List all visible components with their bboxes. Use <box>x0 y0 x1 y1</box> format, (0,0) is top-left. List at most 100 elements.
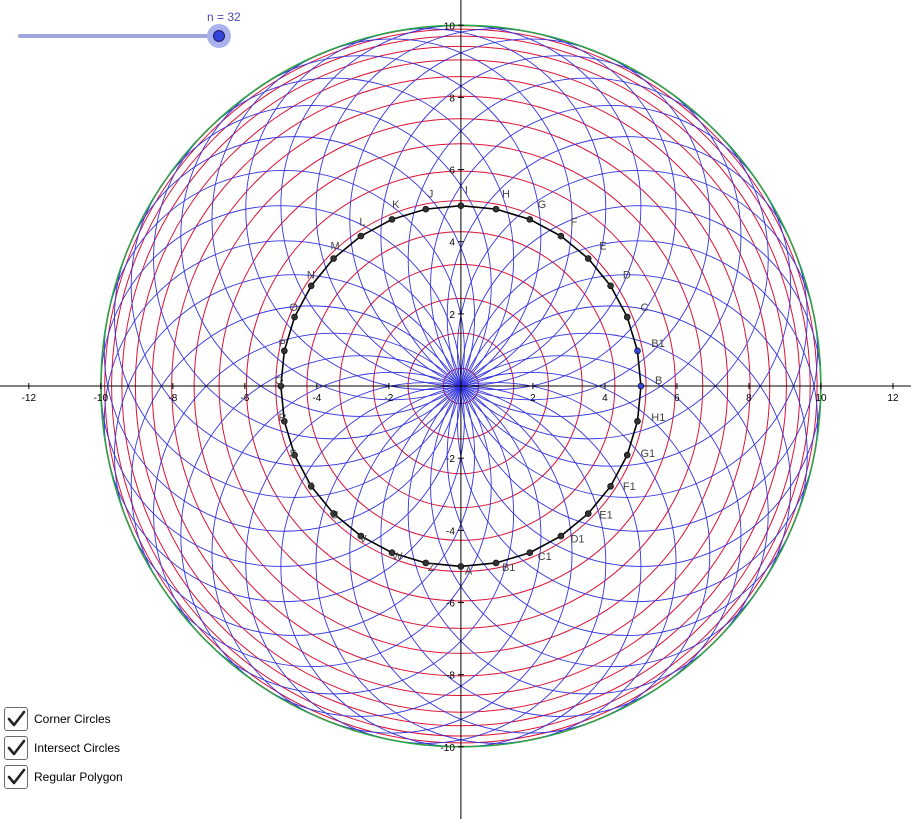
polygon-vertex[interactable] <box>584 255 592 262</box>
x-tick-label: 10 <box>815 393 827 404</box>
polygon-vertex[interactable] <box>281 417 288 425</box>
polygon-vertex[interactable] <box>388 549 396 557</box>
x-tick-label: -4 <box>312 393 321 404</box>
polygon-vertex[interactable] <box>492 205 500 213</box>
vertex-label: B1 <box>651 338 664 350</box>
polygon-vertex[interactable] <box>291 313 298 321</box>
polygon-vertex[interactable] <box>526 216 534 223</box>
vertex-label: C <box>640 302 648 314</box>
polygon-vertex[interactable] <box>330 255 337 262</box>
polygon-vertex[interactable] <box>492 559 500 567</box>
polygon-vertex[interactable] <box>623 451 631 459</box>
polygon-vertex[interactable] <box>526 549 534 557</box>
vertex-label: G1 <box>640 448 655 460</box>
polygon-vertex[interactable] <box>607 482 614 490</box>
slider-knob[interactable] <box>213 30 225 42</box>
corner-circles-layer <box>100 24 822 748</box>
y-tick-label: -8 <box>446 671 455 682</box>
corner-circles-toggle[interactable]: Corner Circles <box>4 704 123 733</box>
polygon-vertex[interactable] <box>307 282 315 290</box>
slider-track[interactable] <box>18 34 218 38</box>
vertex-label: B <box>655 375 662 387</box>
vertex-label: O <box>289 302 298 314</box>
x-tick-label: -12 <box>22 393 37 404</box>
vertex-label: Q <box>275 375 284 387</box>
corner-circles-label: Corner Circles <box>34 711 111 726</box>
corner-circle <box>446 274 808 636</box>
vertex-label: I <box>465 185 468 197</box>
polygon-vertex[interactable] <box>307 482 315 490</box>
y-tick-label: -10 <box>440 743 455 754</box>
x-tick-label: 6 <box>674 393 680 404</box>
vertex-label: K <box>392 199 400 211</box>
vertex-label: F1 <box>623 481 636 493</box>
corner-circle <box>456 240 818 603</box>
polygon-vertex[interactable] <box>357 232 365 240</box>
vertex-label: H <box>502 188 510 200</box>
corner-circle <box>315 382 677 744</box>
vertex-label: R <box>279 412 287 424</box>
regular-polygon-label: Regular Polygon <box>34 769 123 784</box>
y-tick-label: 8 <box>449 93 455 104</box>
vertex-label: J <box>428 188 434 200</box>
corner-circle <box>407 332 769 695</box>
corner-circle <box>349 371 711 734</box>
polygon-vertex[interactable] <box>388 216 396 223</box>
vertex-label: M <box>331 240 340 252</box>
polygon-vertex[interactable] <box>634 347 641 355</box>
intersect-circles-checkbox[interactable] <box>4 735 28 760</box>
vertex-label: F <box>570 217 577 229</box>
polygon-vertex[interactable] <box>457 563 465 570</box>
vertex-label: S <box>289 448 296 460</box>
intersect-circles-toggle[interactable]: Intersect Circles <box>4 733 123 762</box>
polygon-vertex[interactable] <box>330 510 337 517</box>
vertex-label: D1 <box>570 533 584 545</box>
polygon-vertex[interactable] <box>634 417 641 425</box>
x-tick-label: 2 <box>530 393 536 404</box>
y-tick-label: 2 <box>449 310 455 321</box>
vertex-label: A <box>465 565 473 577</box>
vertex-label: C1 <box>538 551 552 563</box>
intersect-circles-label: Intersect Circles <box>34 740 121 755</box>
polygon-vertex[interactable] <box>557 532 565 540</box>
y-tick-label: -4 <box>446 526 455 537</box>
regular-polygon-checkbox[interactable] <box>4 764 28 789</box>
corner-circle <box>380 355 742 717</box>
x-tick-label: -6 <box>240 393 249 404</box>
x-tick-label: 4 <box>602 393 608 404</box>
vertex-label: Z <box>428 562 435 574</box>
polygon-vertex[interactable] <box>584 510 592 517</box>
vertex-label: G <box>538 199 547 211</box>
polygon-vertex[interactable] <box>277 382 285 390</box>
regular-polygon-toggle[interactable]: Regular Polygon <box>4 762 123 791</box>
polygon-vertex[interactable] <box>607 282 614 290</box>
polygon-vertex[interactable] <box>457 202 465 209</box>
slider-label: n = 32 <box>207 10 241 24</box>
x-tick-label: 12 <box>887 393 899 404</box>
vertex-label: E <box>599 240 606 252</box>
corner-circles-checkbox[interactable] <box>4 706 28 731</box>
polygon-vertex[interactable] <box>281 347 288 355</box>
x-tick-label: -10 <box>94 393 109 404</box>
y-tick-label: -6 <box>446 599 455 610</box>
polygon-vertex[interactable] <box>291 451 298 459</box>
y-tick-label: -2 <box>446 454 455 465</box>
polygon-vertex[interactable] <box>357 532 365 540</box>
polygon-vertex[interactable] <box>422 205 430 213</box>
vertex-label: B1 <box>502 562 515 574</box>
polygon-vertex[interactable] <box>557 232 565 240</box>
n-slider[interactable]: n = 32 <box>14 8 244 52</box>
vertex-label: P <box>279 338 286 350</box>
x-tick-label: -8 <box>168 393 177 404</box>
vertex-label: D <box>623 269 631 281</box>
polygon-vertex[interactable] <box>422 559 430 567</box>
checkmark-icon <box>7 739 26 755</box>
polygon-vertex[interactable] <box>623 313 631 321</box>
vertex-label: T <box>307 481 314 493</box>
vertex-label: V <box>359 533 367 545</box>
checkmark-icon <box>7 768 26 784</box>
polygon-vertex[interactable] <box>637 382 645 390</box>
y-tick-label: 6 <box>449 166 455 177</box>
